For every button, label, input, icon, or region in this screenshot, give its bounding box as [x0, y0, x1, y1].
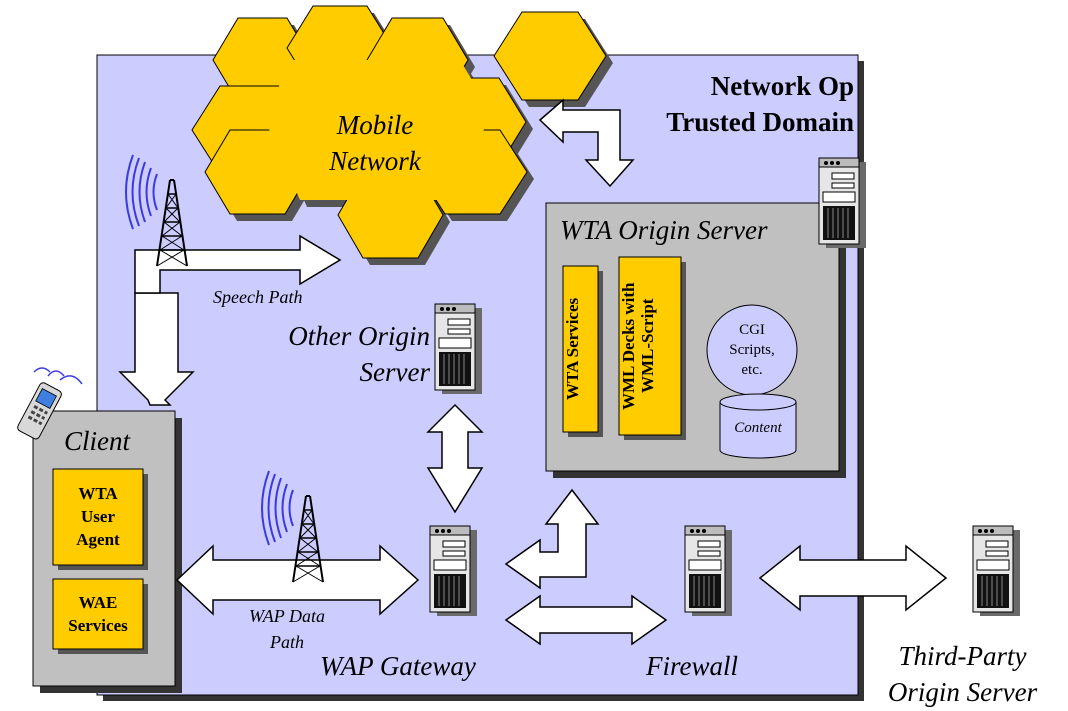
client-title: Client — [64, 426, 130, 456]
wta-user-agent-label: WTA User Agent — [76, 484, 120, 549]
wml-decks-label: WML Decks with WML-Script — [619, 282, 657, 410]
wae-services-label: WAE Services — [68, 593, 128, 635]
third-party-origin-server-label: Third-Party Origin Server — [887, 641, 1038, 707]
wap-data-path-label: WAP Data Path — [249, 606, 325, 652]
firewall-label: Firewall — [646, 651, 738, 681]
third-party-server-icon — [972, 525, 1021, 617]
wta-services-label: WTA Services — [563, 297, 582, 401]
wta-origin-server-title: WTA Origin Server — [560, 215, 768, 245]
wta-origin-server-icon — [818, 157, 867, 249]
trusted-domain-label: Network Op Trusted Domain — [666, 71, 854, 137]
mobile-network-cluster — [191, 5, 613, 265]
other-server-gateway-arrow — [426, 403, 484, 514]
firewall-third-party-arrow — [758, 544, 948, 612]
wap-gateway-server-icon — [429, 525, 478, 617]
other-origin-server-label: Other Origin Server — [288, 321, 430, 387]
mobile-phone-icon — [17, 367, 83, 440]
speech-path-arrow-top — [134, 234, 342, 294]
content-label: Content — [734, 420, 782, 436]
wta-server-arrow — [538, 98, 635, 188]
wta-origin-server-box — [545, 202, 846, 478]
wap-gateway-label: WAP Gateway — [320, 651, 476, 681]
gateway-firewall-arrow — [504, 594, 668, 646]
wap-data-arrow — [175, 544, 420, 616]
speech-path-arrow — [118, 292, 195, 406]
mobile-network-label: Mobile Network — [329, 110, 421, 176]
client-box — [32, 410, 182, 693]
cgi-scripts-label: CGI Scripts, etc. — [729, 322, 775, 378]
other-origin-server-icon — [434, 303, 483, 395]
firewall-server-icon — [684, 525, 733, 617]
gateway-wta-arrow — [504, 488, 600, 590]
speech-path-label: Speech Path — [213, 287, 303, 307]
